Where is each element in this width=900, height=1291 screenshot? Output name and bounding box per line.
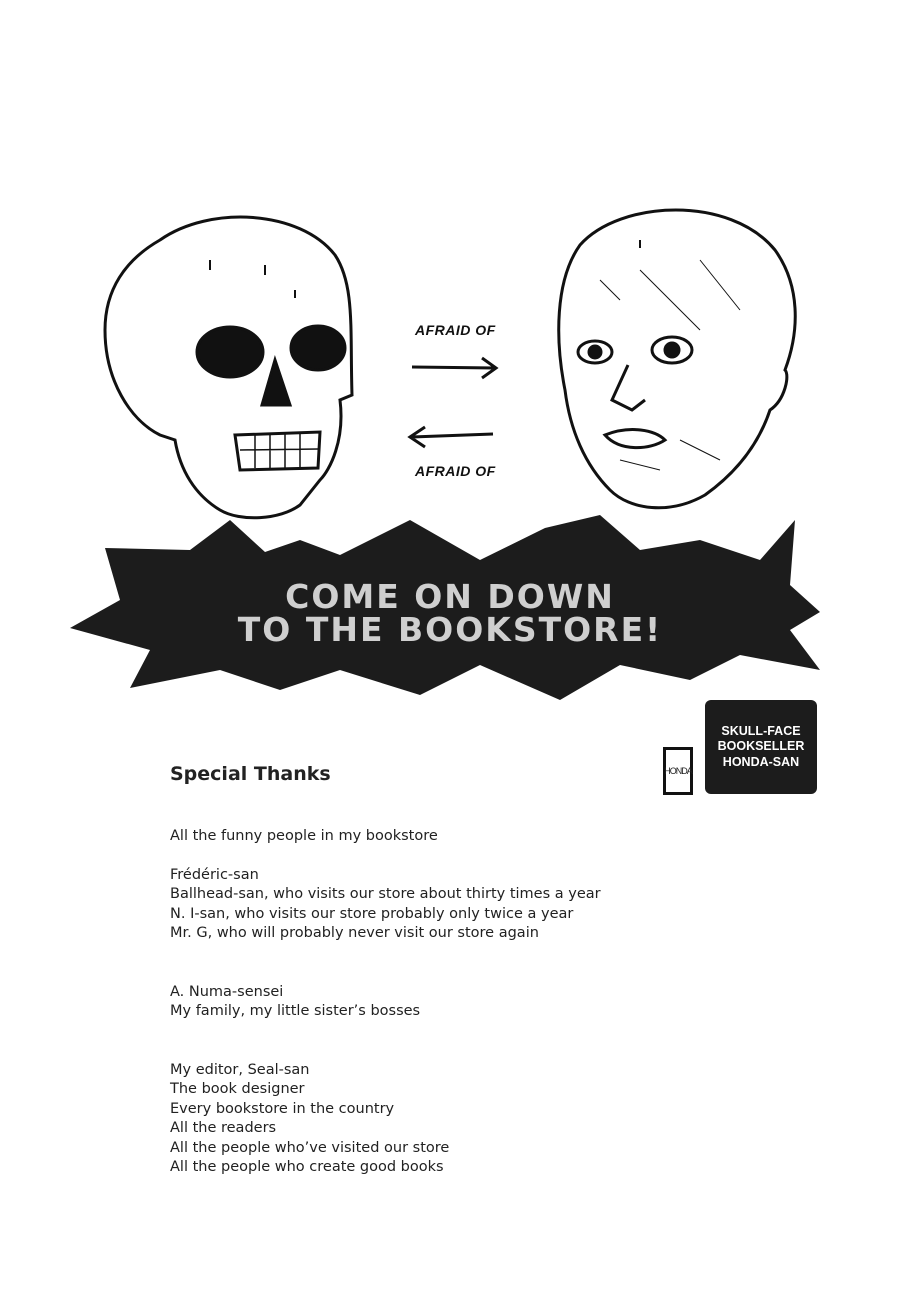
thanks-line: My editor, Seal-san: [170, 1062, 310, 1078]
thanks-line: Ballhead-san, who visits our store about…: [170, 886, 601, 902]
muscle-face-drawing: [557, 208, 797, 510]
banner-line-2: TO THE BOOKSTORE!: [237, 610, 663, 649]
thanks-line: Mr. G, who will probably never visit our…: [170, 925, 539, 941]
thanks-line: Every bookstore in the country: [170, 1101, 395, 1117]
banner-line-1: COME ON DOWN: [285, 577, 615, 616]
caption-line: BOOKSELLER: [717, 739, 805, 754]
label-afraid-of-top: AFRAID OF: [415, 322, 496, 338]
banner-shape: [70, 515, 820, 700]
skull-drawing: [103, 215, 354, 520]
arrow-left-icon: [407, 425, 494, 449]
special-thanks-heading: Special Thanks: [170, 763, 331, 785]
thanks-line: N. I-san, who visits our store probably …: [170, 906, 574, 922]
thanks-line: All the readers: [170, 1120, 277, 1136]
thanks-line: A. Numa-sensei: [170, 984, 284, 1000]
thanks-line: Frédéric-san: [170, 867, 259, 883]
thanks-line: All the people who create good books: [170, 1159, 444, 1175]
label-afraid-of-bottom: AFRAID OF: [415, 463, 496, 479]
character-caption-box: SKULL-FACE BOOKSELLER HONDA-SAN: [705, 700, 817, 794]
thanks-line: My family, my little sister’s bosses: [170, 1003, 421, 1019]
honda-nameplate: HONDA: [663, 747, 693, 795]
caption-line: SKULL-FACE: [721, 723, 801, 738]
arrow-right-icon: [411, 356, 499, 380]
caption-line: HONDA-SAN: [722, 754, 800, 769]
thanks-line: All the people who’ve visited our store: [170, 1140, 450, 1156]
thanks-line: All the funny people in my bookstore: [170, 828, 438, 844]
thanks-line: The book designer: [170, 1081, 305, 1097]
